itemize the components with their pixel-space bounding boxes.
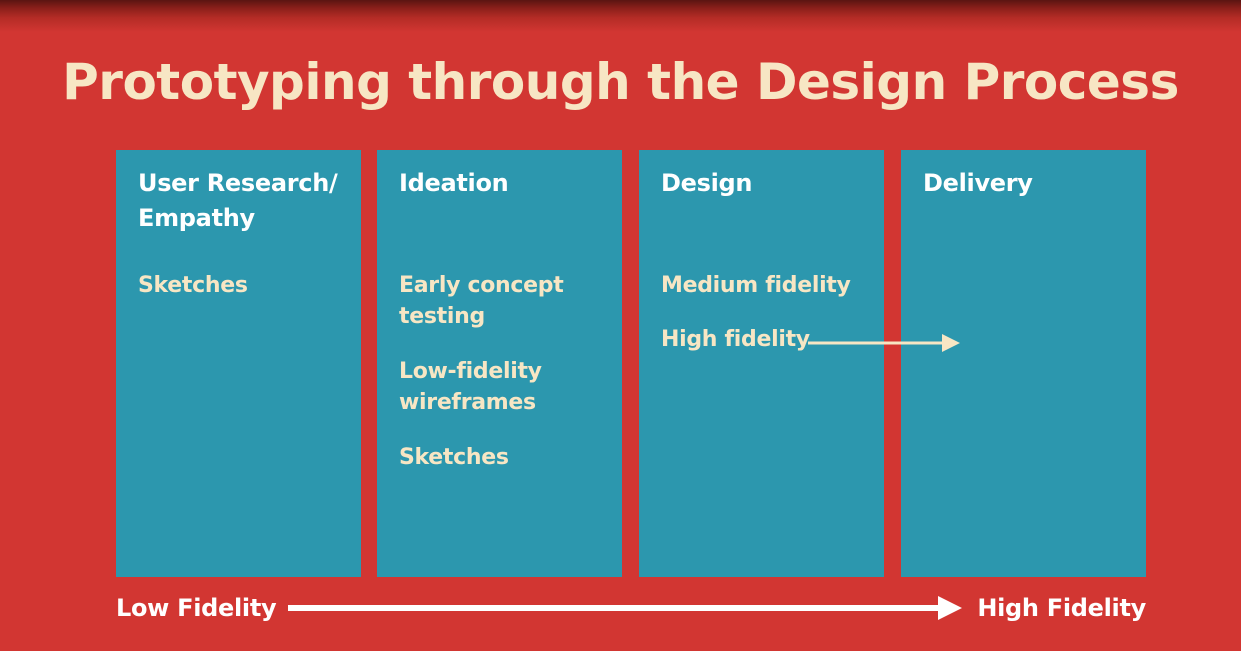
- stage-title: Ideation: [399, 169, 509, 197]
- stage-title: Design: [661, 169, 753, 197]
- stage-design: Design Medium fidelity High fidelity: [639, 150, 884, 577]
- stage-ideation: Ideation Early concept testing Low-fidel…: [377, 150, 622, 577]
- stage-title: User Research/ Empathy: [138, 169, 338, 232]
- stage-user-research: User Research/ Empathy Sketches: [116, 150, 361, 577]
- stage-item: Sketches: [138, 273, 248, 298]
- stage-item: Medium fidelity: [661, 273, 851, 298]
- stage-item: Low-fidelity wireframes: [399, 359, 542, 415]
- stage-item: Sketches: [399, 445, 509, 470]
- stage-title: Delivery: [923, 169, 1033, 197]
- fidelity-axis-arrow-icon: [288, 596, 962, 620]
- stage-delivery: Delivery: [901, 150, 1146, 577]
- axis-start-label: Low Fidelity: [116, 594, 277, 622]
- slide-title: Prototyping through the Design Process: [62, 53, 1179, 111]
- axis-end-label: High Fidelity: [977, 594, 1146, 622]
- high-fidelity-arrow-icon: [808, 334, 960, 352]
- stage-item: Early concept testing: [399, 273, 564, 329]
- stage-item: High fidelity: [661, 327, 810, 352]
